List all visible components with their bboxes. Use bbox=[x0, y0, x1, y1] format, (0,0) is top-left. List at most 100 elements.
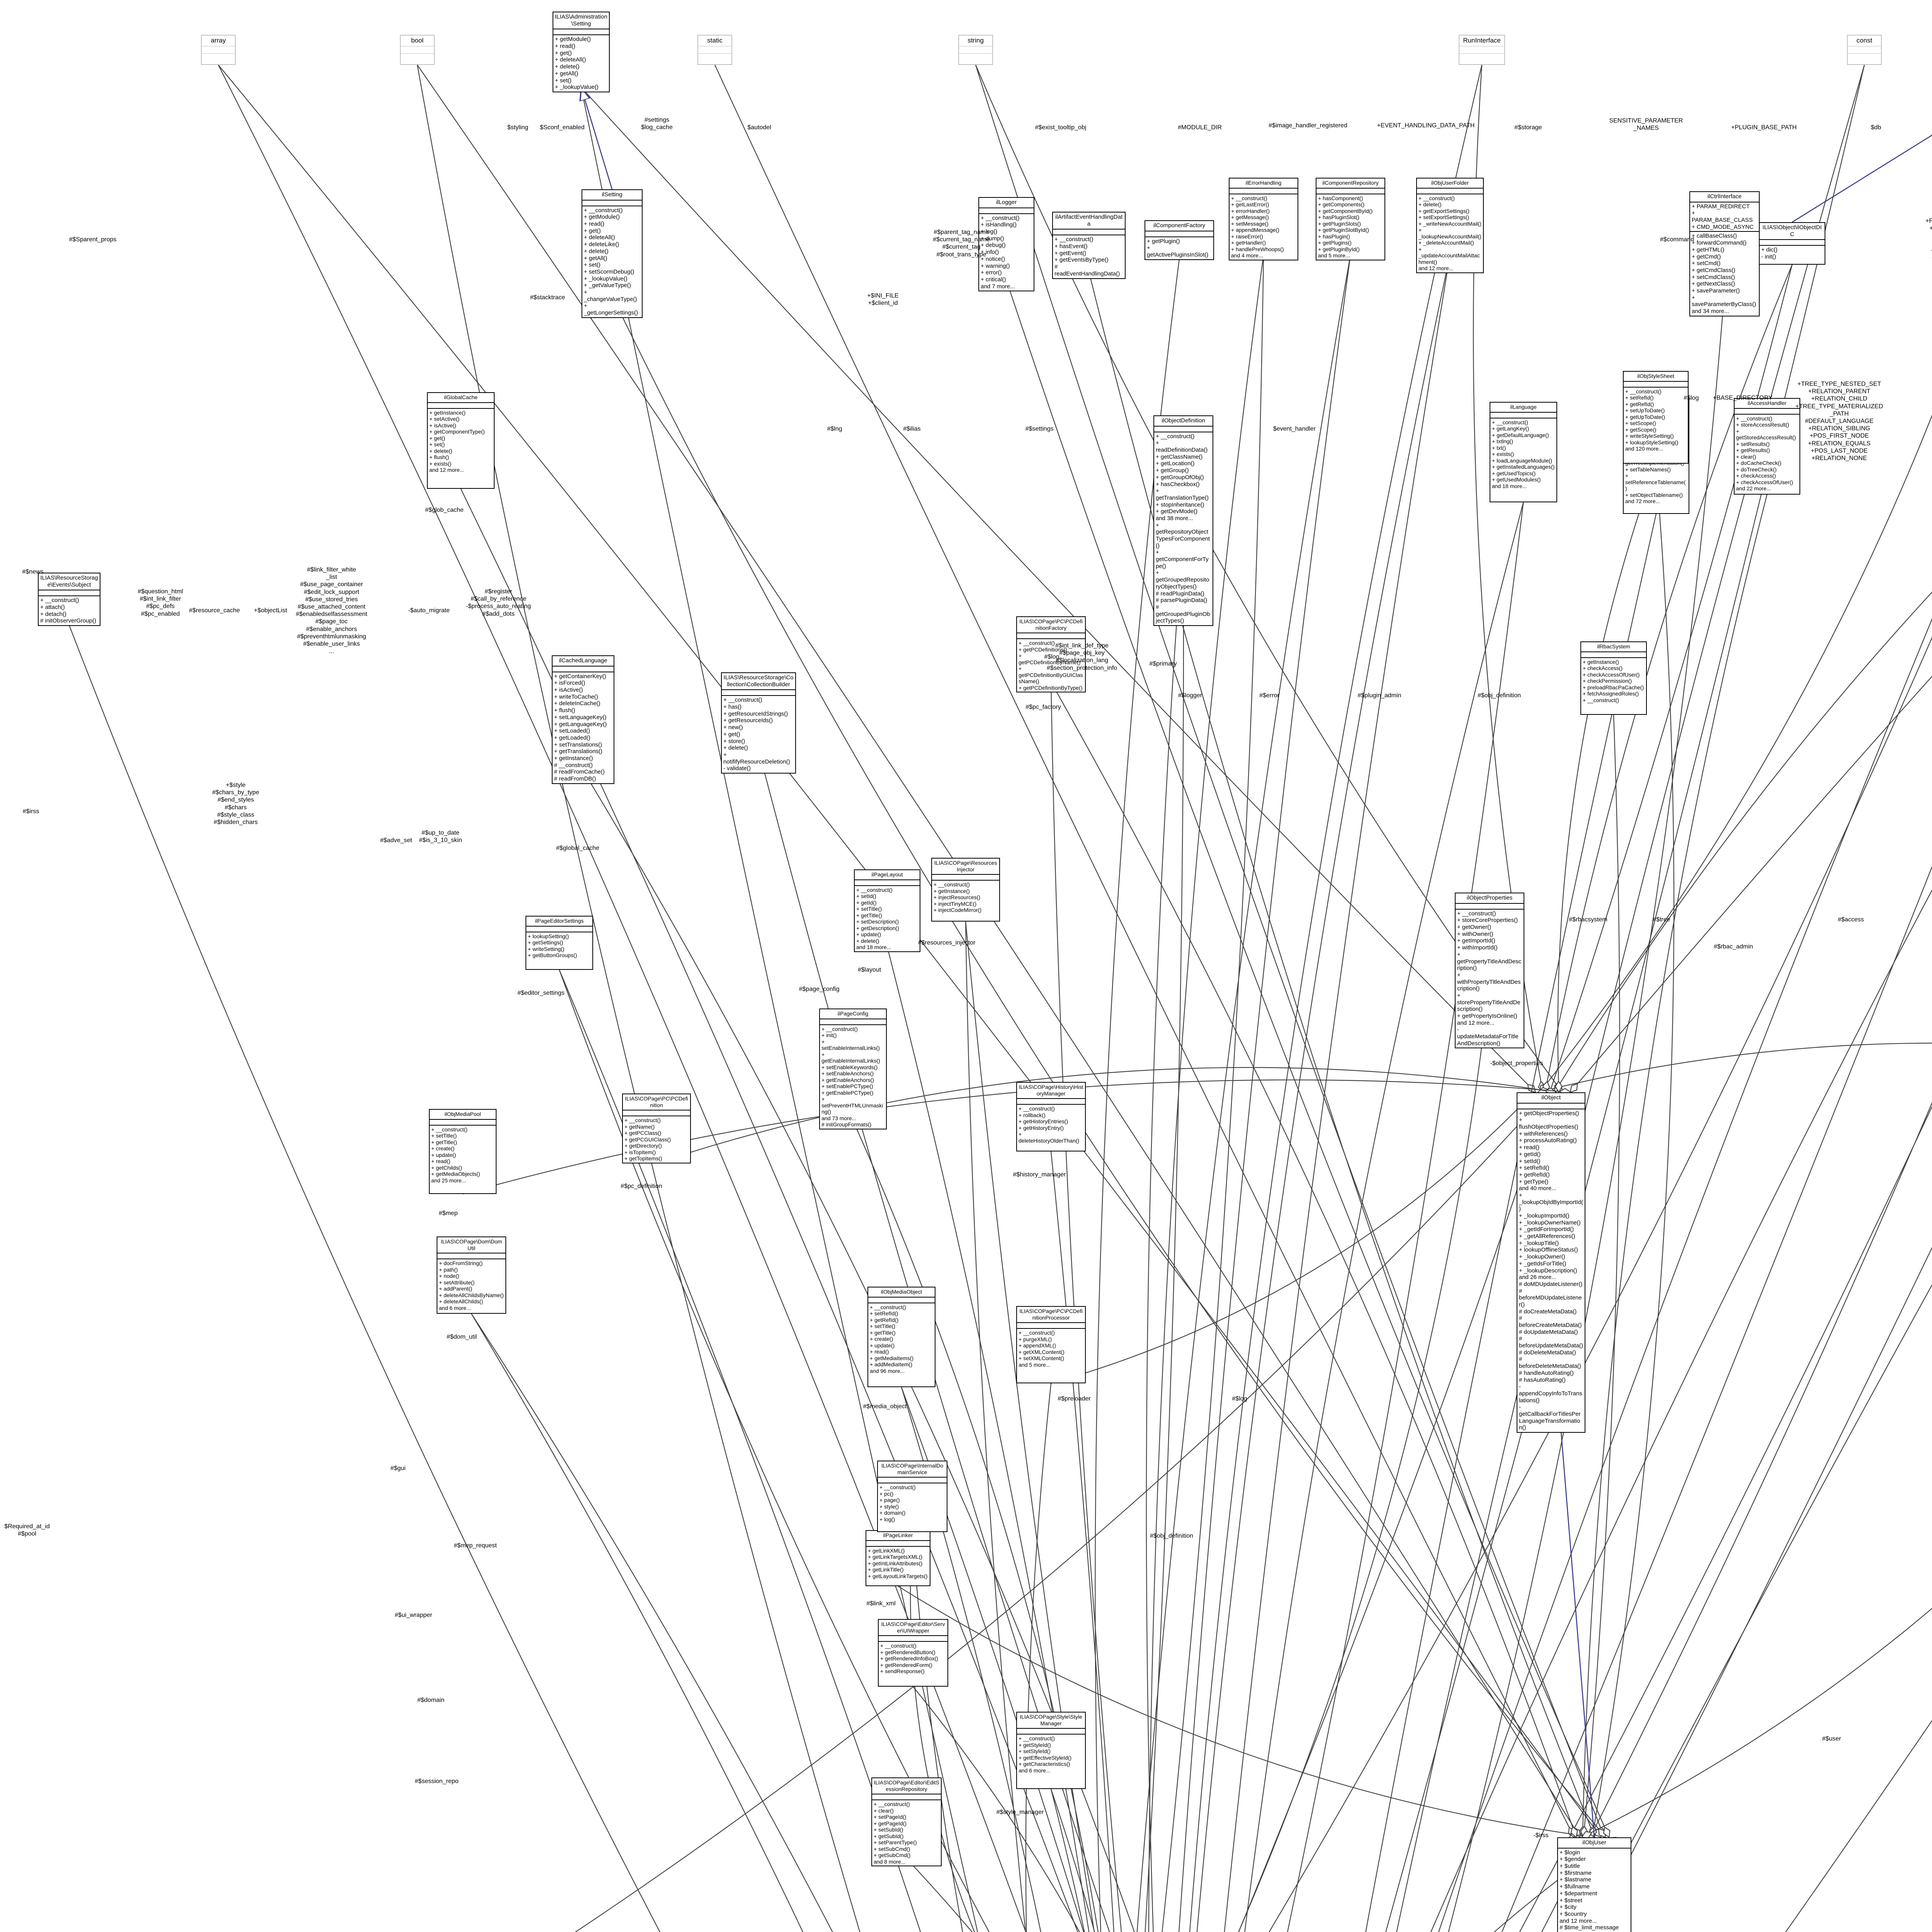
uml-operation: + _lookupNewAccountMail() bbox=[1418, 227, 1481, 240]
edge-label: #$link_filter_white _list #$use_page_con… bbox=[296, 566, 367, 655]
uml-class-ilias-resourcestorage-events-subject[interactable]: ILIAS\ResourceStorage\Events\Subject+ __… bbox=[38, 573, 100, 626]
uml-operation: + isActive() bbox=[429, 422, 456, 429]
uml-class-ilias-copage-resourcesinjector[interactable]: ILIAS\COPage\ResourcesInjector+ __constr… bbox=[931, 858, 1000, 922]
uml-class-array[interactable]: array bbox=[201, 35, 236, 65]
uml-operation: + setTranslations() bbox=[554, 741, 602, 748]
uml-class-ilias-copage-dom-domutil[interactable]: ILIAS\COPage\Dom\DomUtil+ docFromString(… bbox=[437, 1236, 506, 1314]
uml-operation: + _getLongerSettings() bbox=[584, 303, 638, 316]
uml-operation: + getComponentById() bbox=[1318, 207, 1373, 214]
uml-class-ilartifacteventhandlingdata[interactable]: ilArtifactEventHandlingData+ __construct… bbox=[1052, 212, 1126, 279]
uml-class-runinterface[interactable]: RunInterface bbox=[1459, 35, 1505, 65]
uml-class-attributes bbox=[1848, 46, 1881, 54]
uml-class-ilias-copage-history-historymanager[interactable]: ILIAS\COPage\History\HistoryManager+ __c… bbox=[1016, 1082, 1086, 1151]
uml-class-ilobjstylesheet[interactable]: ilObjStyleSheet+ __construct()+ setRefId… bbox=[1623, 371, 1689, 464]
uml-operation: + deleteLike() bbox=[584, 241, 619, 248]
uml-class-ilerrorhandling[interactable]: ilErrorHandling+ __construct()+ getLastE… bbox=[1229, 178, 1298, 260]
uml-operation: + setUpToDate() bbox=[1625, 407, 1665, 414]
uml-class-ilcomponentrepository[interactable]: ilComponentRepository+ hasComponent()+ g… bbox=[1316, 178, 1385, 260]
uml-class-ilrbacsystem[interactable]: ilRbacSystem+ getInstance()+ checkAccess… bbox=[1580, 641, 1647, 715]
uml-class-ilias-resourcestorage-collection-collectionbuilder[interactable]: ILIAS\ResourceStorage\Collection\Collect… bbox=[721, 672, 796, 774]
uml-operation: + getPCClass() bbox=[624, 1130, 662, 1136]
uml-operation: + getEnableInternalLinks() bbox=[821, 1051, 880, 1064]
uml-operation: + setScope() bbox=[1625, 420, 1656, 427]
uml-class-attributes bbox=[1456, 904, 1524, 910]
edge-label: #$log bbox=[1684, 395, 1699, 401]
uml-class-ilobjuserfolder[interactable]: ilObjUserFolder+ __construct()+ delete()… bbox=[1416, 178, 1484, 273]
uml-class-ilpageconfig[interactable]: ilPageConfig+ __construct()+ init()+ set… bbox=[819, 1009, 887, 1129]
uml-class-ilias-copage-pc-pcdefinitionprocessor[interactable]: ILIAS\COPage\PC\PCDefinitionProcessor+ _… bbox=[1016, 1306, 1086, 1383]
edge-label: +FILTER_NOT_INTERNAL +FILTER_ALL_GLOBAL … bbox=[1925, 218, 1932, 261]
uml-class-ilcomponentfactory[interactable]: ilComponentFactory+ getPlugin()+ getActi… bbox=[1145, 220, 1214, 260]
uml-class-ilias-object-ilobjectdic[interactable]: ILIAS\Object\ilObjectDIC+ dic()- init() bbox=[1759, 222, 1825, 265]
uml-class-const[interactable]: const bbox=[1847, 35, 1882, 65]
uml-operation: + init() bbox=[821, 1032, 837, 1039]
edge-label: #$global_cache bbox=[556, 845, 600, 852]
uml-class-ilglobalcache[interactable]: ilGlobalCache+ getInstance()+ setActive(… bbox=[427, 392, 495, 489]
uml-operation: + style() bbox=[879, 1503, 899, 1510]
uml-operation: + __construct() bbox=[1019, 640, 1055, 646]
uml-class-ilias-copage-editor-server-uiwrapper[interactable]: ILIAS\COPage\Editor\Server\UIWrapper+ __… bbox=[878, 1619, 948, 1687]
uml-class-ilobjectdefinition[interactable]: ilObjectDefinition+ __construct()+ readD… bbox=[1153, 415, 1213, 626]
uml-class-title: ilSetting bbox=[582, 190, 642, 201]
uml-class-ilias-copage-style-stylemanager[interactable]: ILIAS\COPage\Style\StyleManager+ __const… bbox=[1016, 1712, 1086, 1789]
uml-class-title: ilObjMediaPool bbox=[430, 1110, 496, 1120]
edge-label: #$glob_cache bbox=[425, 507, 464, 514]
uml-class-ilias-copage-pc-pcdefinition[interactable]: ILIAS\COPage\PC\PCDefinition+ __construc… bbox=[622, 1094, 691, 1163]
uml-class-ilias-copage-editor-editsessionrepository[interactable]: ILIAS\COPage\Editor\EditSessionRepositor… bbox=[871, 1777, 942, 1867]
uml-class-ilcachedlanguage[interactable]: ilCachedLanguage+ getContainerKey()+ isF… bbox=[552, 655, 614, 784]
uml-class-ilias-administration-setting[interactable]: ILIAS\Administration\Setting+ getModule(… bbox=[553, 12, 610, 92]
edge-label: +EVENT_HANDLING_DATA_PATH bbox=[1377, 122, 1475, 129]
uml-class-ilobjmediapool[interactable]: ilObjMediaPool+ __construct()+ setTitle(… bbox=[429, 1109, 497, 1194]
uml-operation: + isActive() bbox=[554, 687, 583, 694]
uml-operation: + preloadRbacPaCache() bbox=[1583, 684, 1644, 690]
uml-operation: and 120 more... bbox=[1625, 446, 1663, 452]
uml-class-string[interactable]: string bbox=[958, 35, 993, 65]
uml-operation: + _getAllReferences() bbox=[1519, 1233, 1575, 1240]
uml-operation: + saveParameter() bbox=[1692, 287, 1740, 294]
uml-operation: + exists() bbox=[1492, 451, 1514, 457]
edge-label: #$irss bbox=[22, 808, 39, 815]
uml-class-bool[interactable]: bool bbox=[400, 35, 435, 65]
uml-class-operations: + __construct()+ isHandling()+ log()+ du… bbox=[979, 214, 1034, 291]
uml-operation: + setEnableAnchors() bbox=[821, 1070, 874, 1077]
uml-class-ilsetting[interactable]: ilSetting+ __construct()+ getModule()+ r… bbox=[582, 189, 643, 318]
uml-class-ilobjectproperties[interactable]: ilObjectProperties+ __construct()+ store… bbox=[1455, 893, 1524, 1049]
uml-class-title: ilObject bbox=[1517, 1093, 1585, 1104]
uml-operation: + deleteInCache() bbox=[554, 700, 600, 707]
edge-label: #$rbac_admin bbox=[1714, 943, 1753, 950]
uml-class-ilias-copage-internaldomainservice[interactable]: ILIAS\COPage\InternalDomainService+ __co… bbox=[877, 1461, 947, 1532]
edge-label: #$page_config bbox=[799, 986, 840, 993]
uml-class-title: ilArtifactEventHandlingData bbox=[1053, 213, 1125, 230]
uml-class-attributes bbox=[1417, 189, 1483, 194]
uml-operation: + getId() bbox=[856, 899, 877, 906]
uml-class-operations: + __construct()+ attach()+ detach()# ini… bbox=[39, 596, 100, 625]
uml-operation: + getPluginSlots() bbox=[1318, 220, 1361, 227]
uml-class-ilobjmediaobject[interactable]: ilObjMediaObject+ __construct()+ setRefI… bbox=[867, 1287, 935, 1387]
uml-class-static[interactable]: static bbox=[697, 35, 732, 65]
uml-class-title: ilPageConfig bbox=[820, 1009, 886, 1019]
uml-class-illanguage[interactable]: ilLanguage+ __construct()+ getLangKey()+… bbox=[1490, 402, 1557, 502]
uml-class-ilobjuser[interactable]: ilObjUser+ $login+ $gender+ $utitle+ $fi… bbox=[1557, 1837, 1631, 1932]
uml-operation: + read() bbox=[555, 43, 575, 50]
uml-operation: + __construct() bbox=[879, 1484, 916, 1491]
edge-label: #$resource_cache bbox=[189, 607, 240, 614]
uml-class-ilias-copage-pc-pcdefinitionfactory[interactable]: ILIAS\COPage\PC\PCDefinitionFactory+ __c… bbox=[1016, 616, 1086, 693]
uml-operation: + clear() bbox=[1736, 453, 1756, 460]
uml-class-title: ilObjUserFolder bbox=[1417, 179, 1483, 189]
uml-class-illogger[interactable]: ilLogger+ __construct()+ isHandling()+ l… bbox=[978, 197, 1034, 292]
uml-operation: + flushObjectProperties() bbox=[1519, 1117, 1578, 1131]
uml-class-ilpagelinker[interactable]: ilPageLinker+ getLinkXML()+ getLinkTarge… bbox=[866, 1530, 930, 1586]
uml-operation: # initGroupFormats() bbox=[821, 1121, 872, 1128]
uml-class-ilctrlinterface[interactable]: ilCtrlInterface+ PARAM_REDIRECT+ PARAM_B… bbox=[1689, 191, 1760, 316]
uml-class-title: ilObjStyleSheet bbox=[1624, 372, 1688, 382]
uml-operation: + injectResources() bbox=[934, 894, 980, 901]
uml-class-attributes bbox=[868, 1298, 935, 1303]
uml-class-ilpagelayout[interactable]: ilPageLayout+ __construct()+ setId()+ ge… bbox=[854, 869, 920, 952]
uml-operation: + getLayoutLinkTargets() bbox=[868, 1573, 928, 1579]
uml-class-ilobject[interactable]: ilObject+ getObjectProperties()+ flushOb… bbox=[1517, 1092, 1585, 1433]
uml-class-ilpageeditorsettings[interactable]: ilPageEditorSettings+ lookupSetting()+ g… bbox=[526, 916, 593, 970]
uml-class-ilaccesshandler[interactable]: ilAccessHandler+ __construct()+ storeAcc… bbox=[1734, 398, 1800, 495]
uml-operation: + set() bbox=[429, 441, 445, 448]
uml-operation: + getHTML() bbox=[1692, 246, 1725, 253]
uml-operation: + getPlugin() bbox=[1147, 238, 1180, 245]
